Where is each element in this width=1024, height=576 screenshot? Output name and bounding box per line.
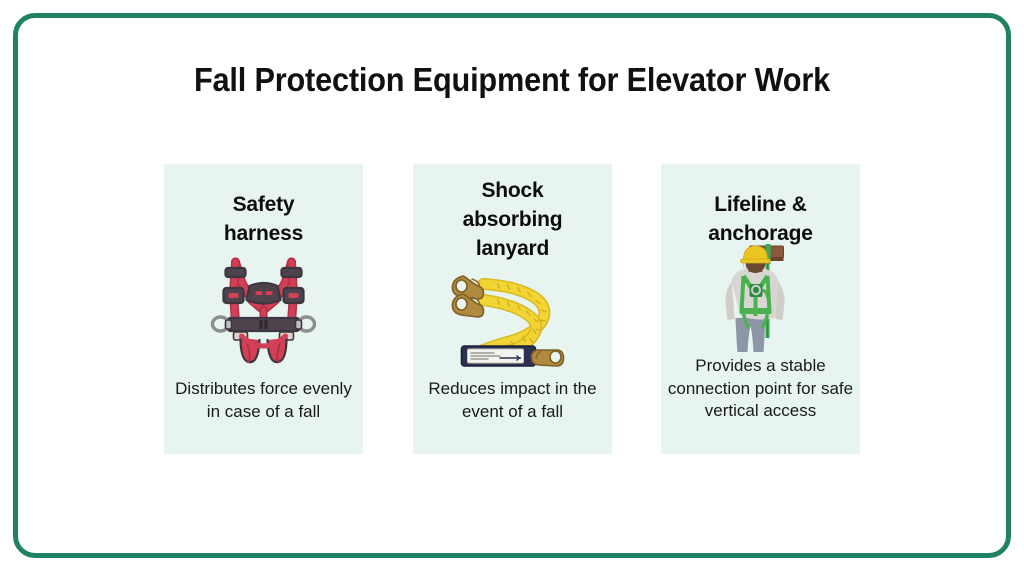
- card-title-line-2: anchorage: [708, 222, 813, 245]
- card-description-lifeline-anchorage: Provides a stable connection point for s…: [667, 356, 854, 420]
- shock-absorbing-lanyard-photo: [413, 268, 612, 378]
- card-title-lifeline-anchorage: Lifeline & anchorage: [669, 190, 852, 248]
- equipment-card-shock-absorbing-lanyard[interactable]: Shock absorbing lanyard: [413, 164, 612, 454]
- card-title-line-2: harness: [223, 222, 304, 245]
- safety-harness-illustration: [164, 248, 363, 368]
- card-title-line-3: lanyard: [475, 237, 550, 260]
- lifeline-anchorage-photo: [661, 242, 860, 360]
- card-description-shock-absorbing-lanyard: Reduces impact in the event of a fall: [428, 379, 597, 421]
- page-title: Fall Protection Equipment for Elevator W…: [193, 61, 831, 98]
- equipment-card-group: Safety harness: [164, 164, 861, 454]
- equipment-card-safety-harness[interactable]: Safety harness: [164, 164, 363, 454]
- card-title-line-1: Shock: [481, 179, 544, 202]
- card-description-safety-harness: Distributes force evenly in case of a fa…: [175, 379, 352, 421]
- equipment-card-lifeline-anchorage[interactable]: Lifeline & anchorage: [661, 164, 860, 454]
- card-title-shock-absorbing-lanyard: Shock absorbing lanyard: [421, 176, 604, 263]
- card-title-line-1: Lifeline &: [714, 193, 807, 216]
- card-title-line-2: absorbing: [462, 208, 563, 231]
- card-title-safety-harness: Safety harness: [172, 190, 355, 248]
- card-title-line-1: Safety: [232, 193, 295, 216]
